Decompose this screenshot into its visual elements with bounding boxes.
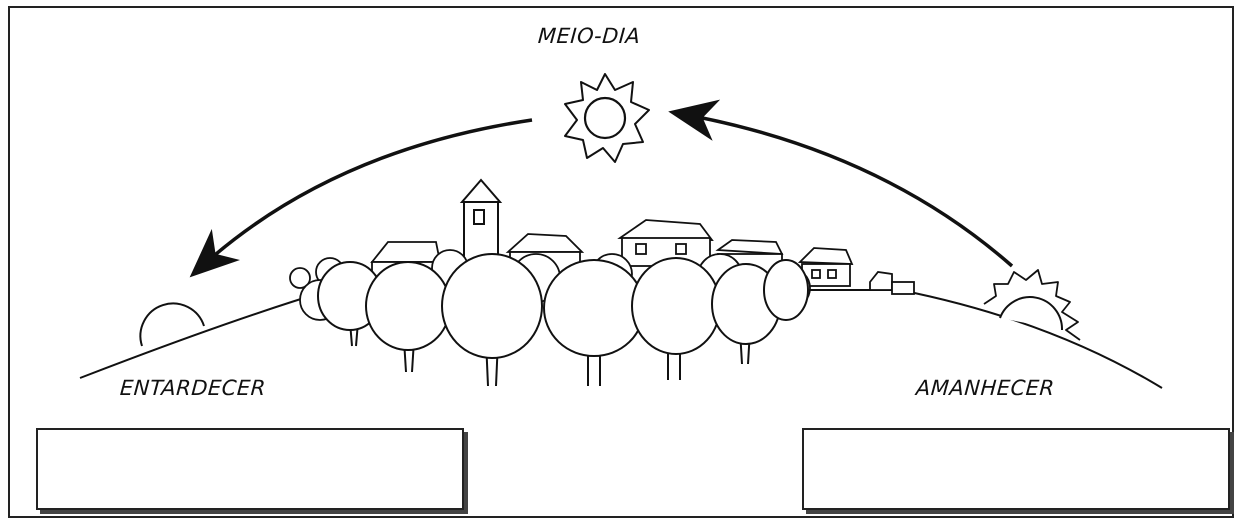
sunrise-answer-box[interactable] [802,428,1230,510]
noon-label: MEIO-DIA [537,24,642,48]
trees-front-row [317,253,809,387]
sunrise-label: AMANHECER [915,376,1056,400]
sunset-label: ENTARDECER [119,376,267,400]
rising-sun-icon [983,269,1081,341]
setting-sun-icon [139,302,205,347]
sun-path-arrow-right [668,99,1014,268]
sunset-answer-box[interactable] [36,428,464,510]
sun-path-arrow-left [189,118,533,278]
noon-sun-icon [564,73,650,163]
